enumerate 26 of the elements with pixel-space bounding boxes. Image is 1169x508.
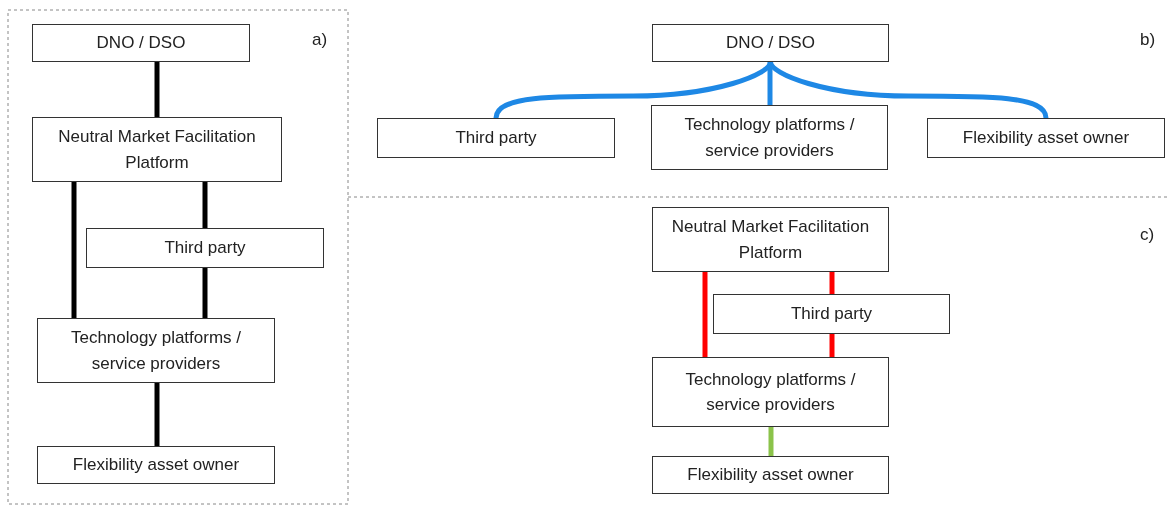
connector-line xyxy=(154,383,160,446)
connector-line xyxy=(767,62,773,105)
process-box: Neutral Market Facilitation Platform xyxy=(32,117,282,182)
process-box: Flexibility asset owner xyxy=(652,456,889,494)
panel-label: c) xyxy=(1140,225,1155,245)
process-box: Third party xyxy=(86,228,324,268)
process-box: Neutral Market Facilitation Platform xyxy=(652,207,889,272)
process-box: Flexibility asset owner xyxy=(927,118,1165,158)
connector-line xyxy=(154,62,160,117)
connector-line xyxy=(202,182,208,228)
process-box: Technology platforms / service providers xyxy=(651,105,888,170)
connector-line xyxy=(829,272,835,294)
panel-label: b) xyxy=(1140,30,1156,50)
panel-label: a) xyxy=(312,30,328,50)
connector-line xyxy=(202,268,208,318)
process-box: DNO / DSO xyxy=(32,24,250,62)
process-box: Technology platforms / service providers xyxy=(652,357,889,427)
connector-line xyxy=(768,427,774,456)
process-box: Flexibility asset owner xyxy=(37,446,275,484)
connector-line xyxy=(829,334,835,357)
process-box: Third party xyxy=(713,294,950,334)
process-box: Third party xyxy=(377,118,615,158)
connector-line xyxy=(71,182,77,318)
connector-line xyxy=(702,272,708,357)
process-box: Technology platforms / service providers xyxy=(37,318,275,383)
process-box: DNO / DSO xyxy=(652,24,889,62)
